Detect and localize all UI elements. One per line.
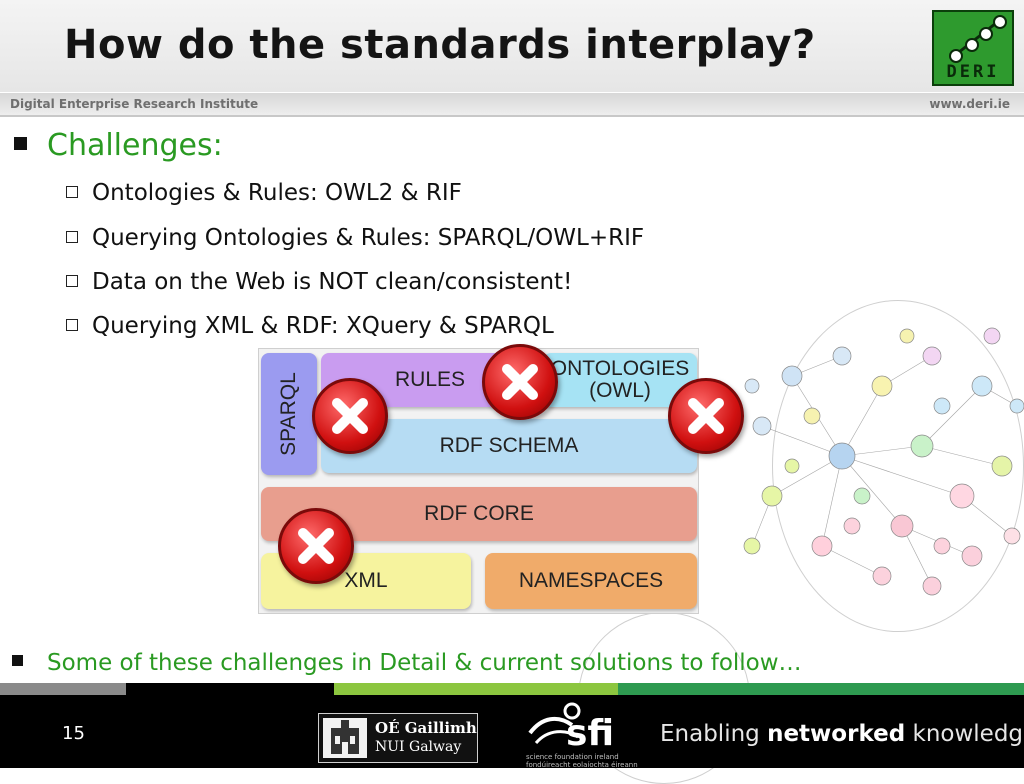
ontologies-layer: ONTOLOGIES (OWL) xyxy=(543,353,697,407)
footer-stripe-lime xyxy=(334,683,618,695)
square-bullet-icon xyxy=(14,137,27,150)
tagline: Enabling networked knowledge. xyxy=(660,721,1024,747)
hollow-square-bullet-icon xyxy=(66,318,78,331)
red-x-icon xyxy=(278,508,354,584)
sub-bullet: Querying Ontologies & Rules: SPARQL/OWL+… xyxy=(66,225,644,251)
sub-bullet: Querying XML & RDF: XQuery & SPARQL xyxy=(66,313,554,339)
red-x-icon xyxy=(668,378,744,454)
red-x-icon xyxy=(312,378,388,454)
sfi-swoosh-icon xyxy=(528,702,581,745)
footer-stripe-gray xyxy=(0,683,126,695)
galway-crest-icon xyxy=(323,718,367,758)
footer-stripe-green xyxy=(618,683,1024,695)
deri-dots-icon xyxy=(949,15,1007,63)
sub-bullet: Data on the Web is NOT clean/consistent! xyxy=(66,269,572,295)
namespaces-layer: NAMESPACES xyxy=(485,553,697,609)
slide-title: How do the standards interplay? xyxy=(64,22,816,68)
sfi-logo-text: sfi xyxy=(566,713,615,754)
slide-header: How do the standards interplay? DERI xyxy=(0,0,1024,92)
sfi-subtitle: science foundation ireland fondúireacht … xyxy=(526,753,638,769)
slide-footer: 15 OÉ Gaillimh NUI Galway sfi science fo… xyxy=(0,695,1024,769)
institute-name: Digital Enterprise Research Institute xyxy=(10,97,259,111)
red-x-icon xyxy=(482,344,558,420)
deri-logo-text: DERI xyxy=(946,62,1000,82)
footer-stripe-black xyxy=(126,683,334,695)
site-link[interactable]: www.deri.ie xyxy=(929,97,1010,111)
hollow-square-bullet-icon xyxy=(66,230,78,243)
hollow-square-bullet-icon xyxy=(66,274,78,287)
institute-bar: Digital Enterprise Research Institute ww… xyxy=(0,93,1024,117)
square-bullet-icon xyxy=(12,655,23,666)
galway-line1: OÉ Gaillimh xyxy=(375,719,477,737)
galway-line2: NUI Galway xyxy=(375,739,462,755)
page-number: 15 xyxy=(62,723,85,744)
linked-data-cloud-image xyxy=(743,327,1024,596)
sparql-layer: SPARQL xyxy=(261,353,317,475)
rdf-schema-layer: RDF SCHEMA xyxy=(321,419,697,473)
hollow-square-bullet-icon xyxy=(66,185,78,198)
nui-galway-logo: OÉ Gaillimh NUI Galway xyxy=(318,713,478,763)
sub-bullet: Ontologies & Rules: OWL2 & RIF xyxy=(66,180,462,206)
challenges-heading: Challenges: xyxy=(14,128,223,163)
footer-bullet: Some of these challenges in Detail & cur… xyxy=(12,650,802,676)
deri-logo: DERI xyxy=(932,10,1014,86)
